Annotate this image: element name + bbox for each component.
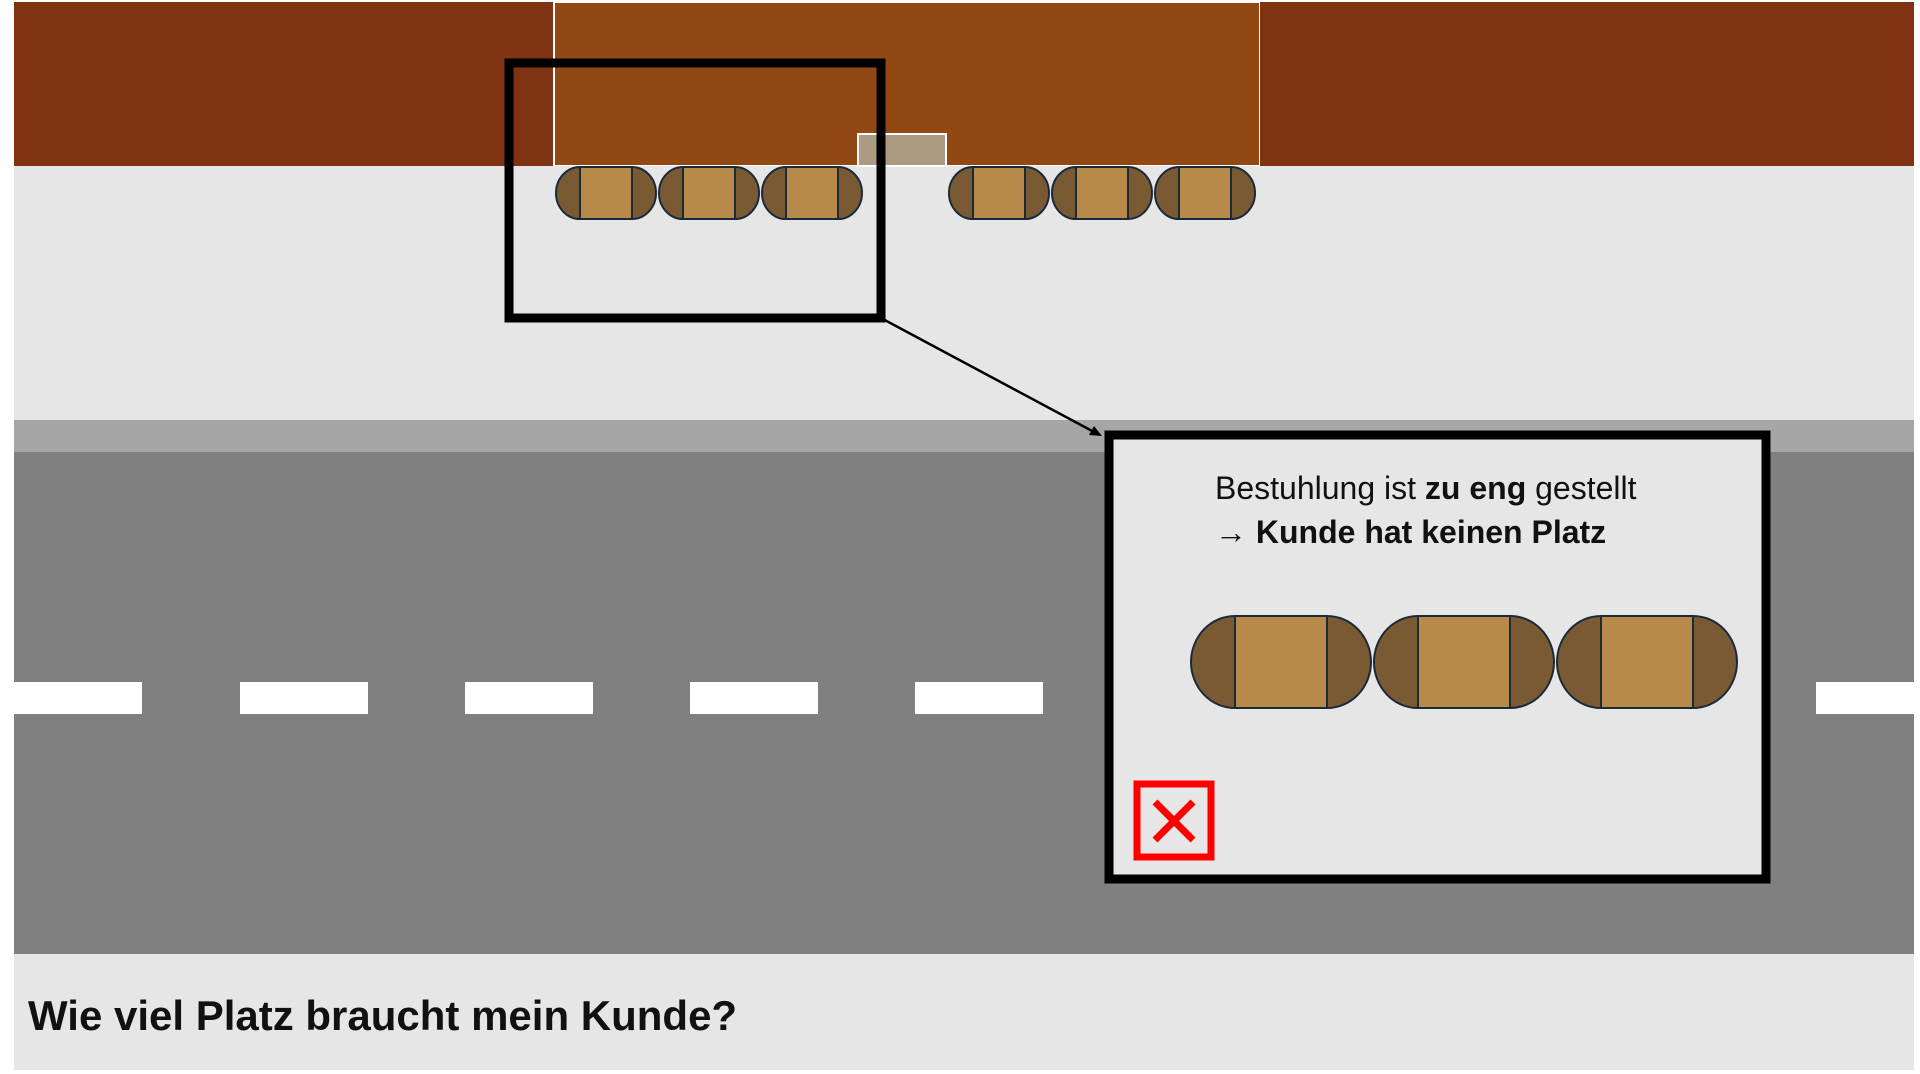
red-x-icon [1133,780,1215,861]
building-left [14,2,554,166]
table [682,166,736,220]
building-right [1260,2,1914,166]
arrow-right-icon: → [1215,514,1247,550]
table-with-chairs [948,166,1050,220]
table [1075,166,1129,220]
callout-line-2: → Kunde hat keinen Platz [1215,514,1607,550]
table [972,166,1026,220]
table [1600,615,1694,709]
lane-dash [690,682,818,714]
table-with-chairs [555,166,657,220]
small-table-group [555,166,1256,220]
table-with-chairs [761,166,863,220]
zoom-connector-arrowhead [1089,426,1102,436]
table [785,166,839,220]
caption-band [14,954,1914,1070]
table-with-chairs [1556,615,1738,709]
table [1417,615,1511,709]
zoom-connector-line [880,316,1095,434]
lane-dash [14,682,142,714]
large-table-group [1190,615,1738,709]
lane-dash [240,682,368,714]
table-with-chairs [1373,615,1555,709]
table-with-chairs [658,166,760,220]
lane-dash [465,682,593,714]
lane-dash [915,682,1043,714]
callout-line-1: Bestuhlung ist zu eng gestellt [1215,470,1637,506]
table [1234,615,1328,709]
table-with-chairs [1190,615,1372,709]
lane-dash [1816,682,1914,714]
zoom-frame [504,58,886,323]
table-with-chairs [1154,166,1256,220]
table [579,166,633,220]
callout-text: Bestuhlung ist zu eng gestellt → Kunde h… [1215,466,1637,554]
lane-markings [14,682,1914,714]
table [1178,166,1232,220]
table-with-chairs [1051,166,1153,220]
page-title: Wie viel Platz braucht mein Kunde? [28,992,738,1039]
entrance-door [857,133,947,167]
